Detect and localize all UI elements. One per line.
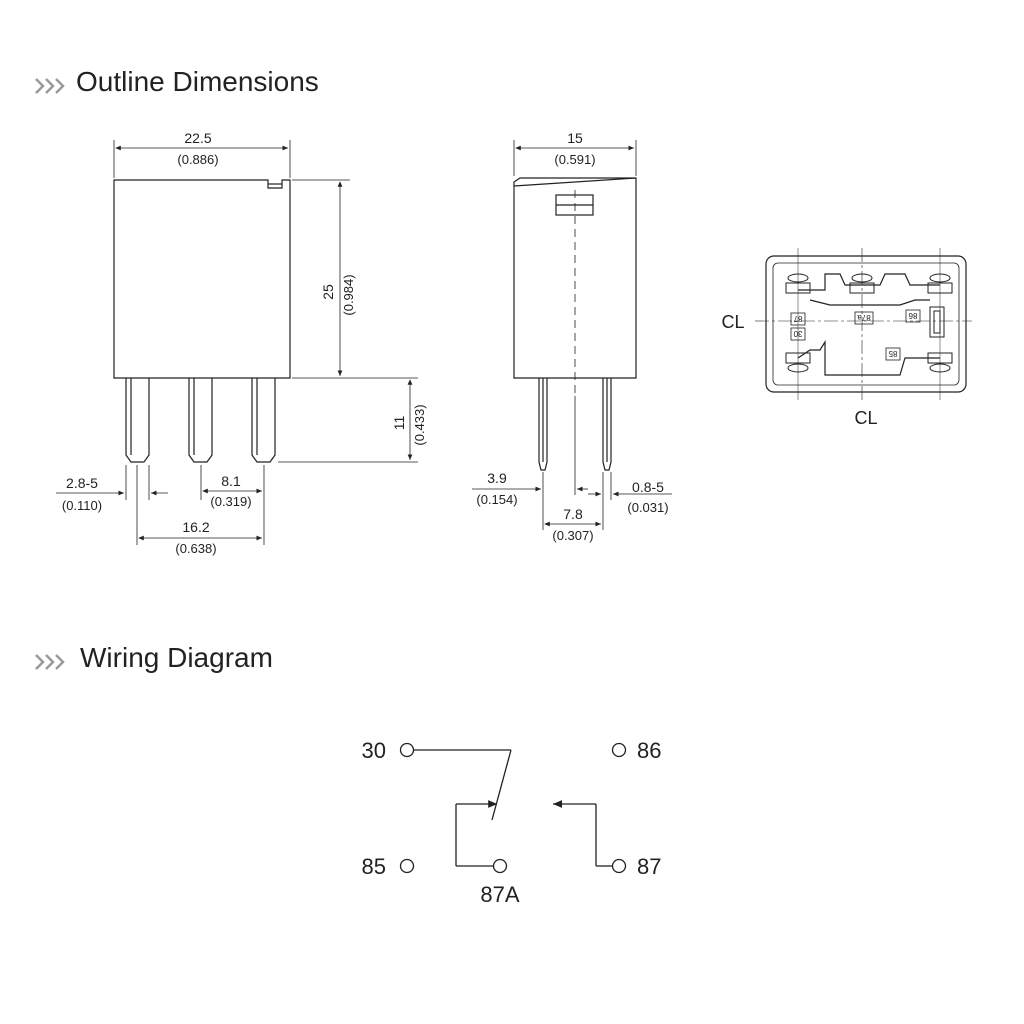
pin-length-label: 11	[391, 416, 407, 431]
side-dimension-lines	[472, 140, 672, 530]
centerline-label-left: CL	[721, 312, 744, 332]
front-dimension-lines	[56, 140, 418, 545]
pin-label-30: 30	[793, 329, 802, 338]
bottom-view	[755, 248, 972, 400]
outline-dimensions-title: Outline Dimensions	[76, 66, 319, 97]
pin-length-inch-label: (0.433)	[412, 404, 427, 445]
side-width-inch-label: (0.591)	[554, 152, 595, 167]
side-pin-thickness-inch-label: (0.031)	[627, 500, 668, 515]
terminal-87-label: 87	[637, 854, 661, 879]
pin-label-85: 85	[888, 349, 897, 358]
side-width-label: 15	[567, 130, 583, 146]
height-inch-label: (0.984)	[341, 274, 356, 315]
terminal-87a-label: 87A	[480, 882, 519, 907]
pin-label-87: 87	[793, 314, 802, 323]
wiring-schematic	[399, 742, 627, 874]
side-view	[513, 177, 637, 471]
side-pin-thickness-label: 0.8-5	[632, 479, 664, 495]
wiring-diagram-title: Wiring Diagram	[80, 642, 273, 673]
pin-pitch-inch-label: (0.319)	[210, 494, 251, 509]
pin-label-87a: 87a	[857, 313, 871, 322]
pin-thickness-inch-label: (0.110)	[62, 498, 102, 513]
side-pin-spacing-label: 7.8	[563, 506, 583, 522]
pin-span-label: 16.2	[182, 519, 209, 535]
side-pin-spacing-inch-label: (0.307)	[552, 528, 593, 543]
terminal-30-label: 30	[362, 738, 386, 763]
height-label: 25	[320, 284, 336, 300]
pin-label-86: 86	[908, 311, 917, 320]
chevron-icon	[34, 76, 70, 101]
pin-span-inch-label: (0.638)	[175, 541, 216, 556]
centerline-label-bottom: CL	[854, 408, 877, 428]
front-view	[113, 179, 291, 463]
chevron-icon	[34, 652, 70, 677]
side-offset-inch-label: (0.154)	[476, 492, 517, 507]
pin-pitch-label: 8.1	[221, 473, 241, 489]
front-width-inch-label: (0.886)	[177, 152, 218, 167]
terminal-86-label: 86	[637, 738, 661, 763]
side-offset-label: 3.9	[487, 470, 507, 486]
front-width-label: 22.5	[184, 130, 211, 146]
terminal-85-label: 85	[362, 854, 386, 879]
pin-thickness-label: 2.8-5	[66, 475, 98, 491]
